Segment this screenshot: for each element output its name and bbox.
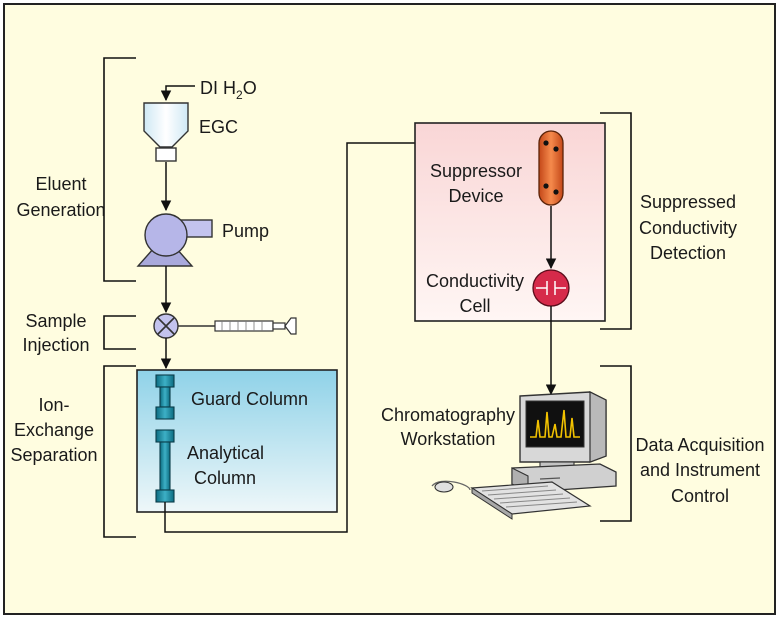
guard-column-icon — [155, 374, 175, 420]
eluent-group-label-1: Eluent — [35, 174, 86, 194]
detection-group-label-3: Detection — [650, 243, 726, 263]
suppressor-label-2: Device — [448, 186, 503, 206]
column-to-suppressor-line — [164, 137, 540, 533]
injection-label-1: Sample — [25, 311, 86, 331]
suppressor-label-1: Suppressor — [430, 161, 522, 181]
workstation-bracket — [600, 365, 632, 522]
workstation-group-label-3: Control — [671, 486, 729, 506]
guard-column-label: Guard Column — [191, 389, 308, 409]
chromatogram-peaks — [530, 409, 580, 438]
syringe-icon — [178, 317, 297, 335]
conductivity-cell-electrodes — [536, 281, 566, 295]
eluent-bracket — [103, 57, 136, 282]
eluent-group-label-2: Generation — [16, 200, 105, 220]
injection-bracket — [103, 315, 136, 350]
egc-cartridge-neck — [155, 147, 177, 162]
water-source-label: DI H2O — [200, 78, 257, 102]
suppressor-device-icon — [538, 130, 564, 206]
separation-label-3: Separation — [10, 445, 97, 465]
suppressor-dot — [553, 189, 559, 195]
separation-label-1: Ion- — [38, 395, 69, 415]
separation-label-2: Exchange — [14, 420, 94, 440]
detection-group-label-1: Suppressed — [640, 192, 736, 212]
injection-label-2: Injection — [22, 335, 89, 355]
workstation-label-2: Workstation — [401, 429, 496, 449]
analytical-column-label-1: Analytical — [187, 443, 264, 463]
detection-box — [414, 122, 606, 322]
injection-valve-cross — [157, 317, 175, 335]
suppressor-dot — [543, 140, 549, 146]
egc-label: EGC — [199, 117, 238, 137]
detection-group-label-2: Conductivity — [639, 218, 737, 238]
detection-bracket — [600, 112, 632, 330]
conductivity-cell-label-2: Cell — [459, 296, 490, 316]
pump-icon — [144, 213, 188, 257]
separation-bracket — [103, 365, 136, 538]
computer-workstation-icon — [431, 391, 617, 520]
conductivity-cell-label-1: Conductivity — [426, 271, 524, 291]
background-panel — [3, 3, 776, 615]
analytical-column-label-2: Column — [194, 468, 256, 488]
water-inlet-line — [160, 85, 195, 102]
pump-label: Pump — [222, 221, 269, 241]
workstation-group-label-1: Data Acquisition — [635, 435, 764, 455]
workstation-label-1: Chromatography — [381, 405, 515, 425]
workstation-group-label-2: and Instrument — [640, 460, 760, 480]
analytical-column-icon — [155, 429, 175, 503]
suppressor-dot — [553, 146, 559, 152]
suppressor-dot — [543, 183, 549, 189]
egc-cartridge-icon — [143, 102, 189, 148]
